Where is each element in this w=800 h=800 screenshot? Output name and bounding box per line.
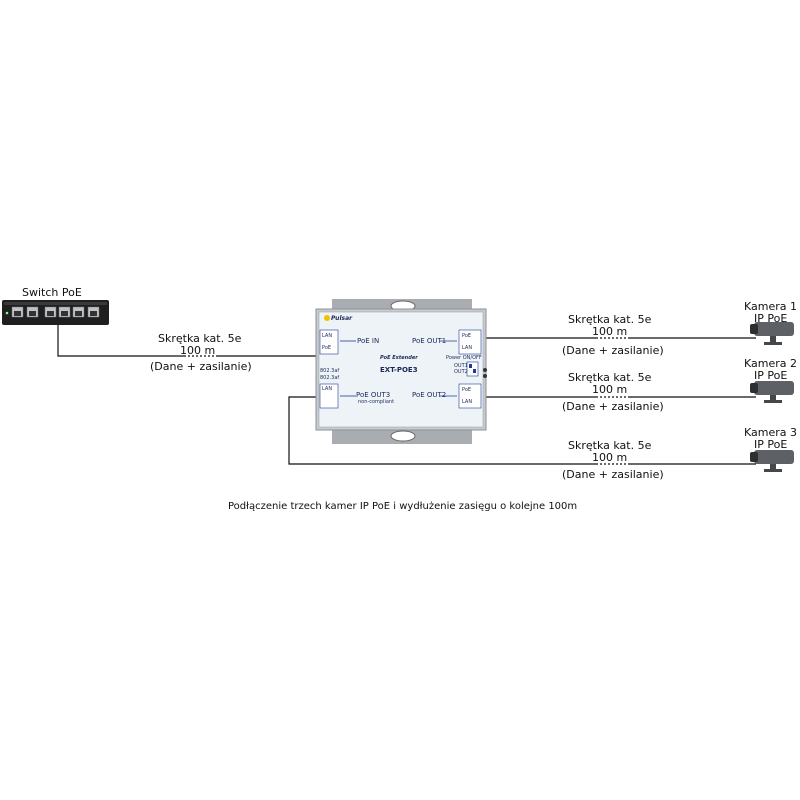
cable-out3-length: 100 m	[592, 451, 628, 464]
out1-poe-label: PoE	[462, 333, 472, 339]
cable-out3-desc: (Dane + zasilanie)	[562, 468, 664, 481]
cable-in-type: Skrętka kat. 5e	[158, 332, 242, 345]
camera-1-type: IP PoE	[754, 312, 788, 325]
out2-poe-label: PoE	[462, 387, 472, 393]
af-at-label-2: 802.3af	[320, 375, 340, 381]
out1-lan-label: LAN	[462, 345, 473, 351]
out2-lan-label: LAN	[462, 399, 473, 405]
cable-in-length: 100 m	[180, 344, 216, 357]
camera-1-name: Kamera 1	[744, 300, 798, 313]
camera-2-type: IP PoE	[754, 369, 788, 382]
poe-out3-label: PoE OUT3	[356, 391, 391, 399]
cable-out1-desc: (Dane + zasilanie)	[562, 344, 664, 357]
cable-out3-type: Skrętka kat. 5e	[568, 439, 652, 452]
camera-3-image	[750, 450, 794, 472]
extender-device-image	[315, 299, 487, 444]
non-compliant-label: non-compliant	[358, 399, 395, 405]
device-subtitle: PoE Extender	[380, 355, 418, 361]
camera-2-name: Kamera 2	[744, 357, 798, 370]
device-model: EXT-POE3	[380, 366, 418, 374]
cable-out1-type: Skrętka kat. 5e	[568, 313, 652, 326]
in-poe-label: PoE	[322, 345, 332, 351]
poe-out2-label: PoE OUT2	[412, 391, 447, 399]
poe-out1-label: PoE OUT1	[412, 337, 447, 345]
camera-3-name: Kamera 3	[744, 426, 798, 439]
camera-1-image	[750, 322, 794, 345]
camera-3-type: IP PoE	[754, 438, 788, 451]
af-at-label-1: 802.3af	[320, 368, 340, 374]
device-brand: Pulsar	[331, 315, 353, 322]
power-onoff-label: Power ON/OFF	[446, 355, 482, 361]
cable-in-desc: (Dane + zasilanie)	[150, 360, 252, 373]
camera-2-image	[750, 381, 794, 403]
cable-out2-length: 100 m	[592, 383, 628, 396]
out3-lan-label: LAN	[322, 386, 333, 392]
cable-out2-type: Skrętka kat. 5e	[568, 371, 652, 384]
cable-out1-length: 100 m	[592, 325, 628, 338]
poe-switch-image	[2, 300, 109, 325]
poe-in-label: PoE IN	[357, 337, 380, 345]
in-lan-label: LAN	[322, 333, 333, 339]
cable-switch-to-extender	[57, 320, 316, 357]
dip-out1-label: OUT1	[454, 363, 468, 369]
diagram-caption: Podłączenie trzech kamer IP PoE i wydłuż…	[228, 501, 578, 512]
cable-out2-desc: (Dane + zasilanie)	[562, 400, 664, 413]
switch-label: Switch PoE	[22, 286, 82, 299]
dip-out2-label: OUT2	[454, 369, 468, 375]
cable-out3	[288, 396, 756, 465]
